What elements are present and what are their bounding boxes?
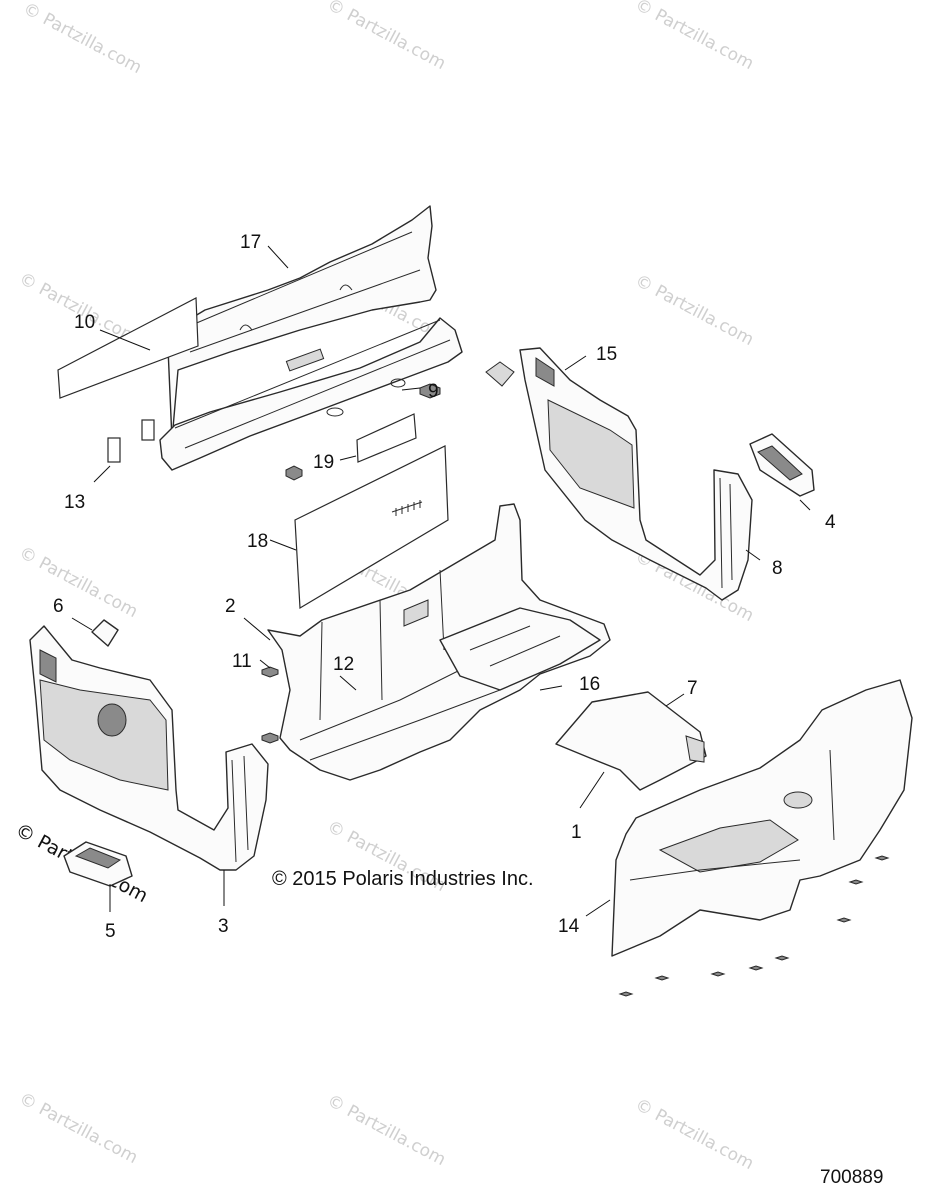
part-14-dash [611,679,913,957]
callout-13: 13 [64,492,85,513]
watermark: © Partzilla.com [16,1089,141,1168]
callout-19: 19 [313,452,334,473]
copyright-text: © 2015 Polaris Industries Inc. [272,868,534,890]
part-10-decal [57,297,199,399]
part-18-insulation [294,445,449,610]
fasteners [261,666,890,997]
callout-14: 14 [558,916,580,937]
part-5-step [63,841,133,887]
watermark: © Partzilla.com [16,543,141,622]
watermark: © Partzilla.com [632,1095,757,1174]
part-9-fastener [285,383,441,481]
part-7-cover [555,691,707,791]
watermark: © Partzilla.com [20,0,145,78]
part-17-rear-panel [159,205,463,471]
watermark: © Partzilla.com [632,0,757,74]
callout-12: 12 [333,654,354,675]
callout-15: 15 [596,344,617,365]
callout-6: 6 [53,596,64,617]
callout-11: 11 [232,651,252,672]
callout-16: 16 [579,674,600,695]
callout-9: 9 [428,381,439,402]
part-2-floor [267,503,611,781]
callout-4: 4 [825,512,836,533]
callout-17: 17 [240,232,261,253]
part-3-side-panel [29,625,269,871]
callout-2: 2 [225,596,236,617]
part-19-decal [356,413,417,463]
leader-lines [71,245,811,917]
callouts: 17 10 13 9 19 15 4 8 18 2 6 11 12 16 7 1… [53,232,836,942]
callout-1: 1 [571,822,582,843]
part-4-step [749,433,815,497]
callout-18: 18 [247,531,268,552]
callout-10: 10 [74,312,95,333]
part-15-side-panel [519,347,753,601]
watermark: © Partzilla.com [324,0,449,74]
callout-5: 5 [105,921,116,942]
figure-number: 700889 [820,1167,883,1188]
part-13-decal [107,419,155,463]
callout-8: 8 [772,558,783,579]
watermark: © Partzilla.com [324,1091,449,1170]
callout-7: 7 [687,678,698,699]
watermark: © Partzilla.com [632,271,757,350]
callout-3: 3 [218,916,229,937]
watermark-layer: © Partzilla.com © Partzilla.com © Partzi… [12,0,757,1174]
part-6-pad [91,361,515,647]
